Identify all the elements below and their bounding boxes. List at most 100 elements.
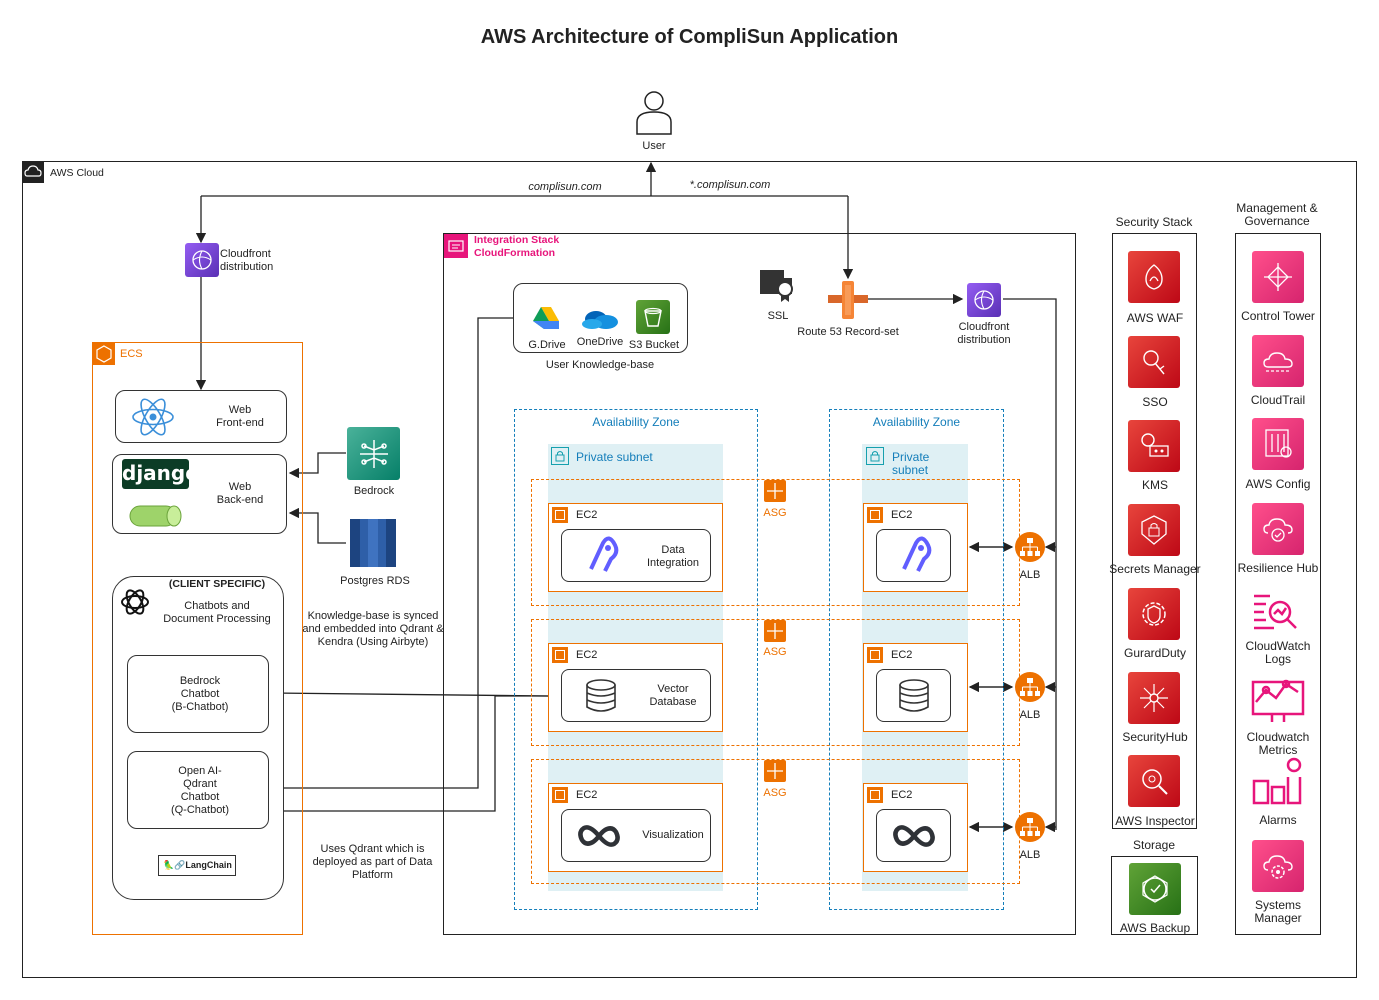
- lock-right-icon: [866, 447, 884, 465]
- openai-chatbot-l4: (Q-Chatbot): [170, 804, 230, 816]
- data-integration-l1: Data: [661, 544, 685, 556]
- route53-icon: [828, 281, 868, 319]
- cloudfront-left-line2: distribution: [220, 261, 274, 273]
- web-frontend-label: Web Front-end: [200, 404, 280, 430]
- aws-cloud-boundary: [22, 161, 1357, 978]
- alb-3-icon: [1015, 812, 1045, 842]
- integration-stack-group: [443, 233, 1076, 935]
- resilience-hub-icon: [1252, 503, 1304, 555]
- securityhub-icon: [1128, 672, 1180, 724]
- metabase-infinity-icon: [578, 825, 620, 847]
- data-integration-label: Data Integration: [640, 544, 706, 570]
- cloudtrail-label: CloudTrail: [1250, 393, 1306, 407]
- alb-1-icon: [1015, 532, 1045, 562]
- qdrant-note-l2: deployed as part of Data: [312, 856, 433, 868]
- subnet-left-label: Private subnet: [576, 450, 653, 464]
- waf-label: AWS WAF: [1126, 311, 1184, 325]
- integration-line2: CloudFormation: [474, 247, 556, 259]
- client-desc-line2: Document Processing: [163, 613, 271, 625]
- cloudwatch-logs-label: CloudWatch Logs: [1245, 639, 1311, 666]
- web-frontend-line1: Web: [228, 404, 252, 416]
- user-label: User: [642, 140, 666, 152]
- cloudtrail-icon: [1252, 335, 1304, 387]
- visualization-label: Visualization: [642, 829, 704, 841]
- aws-config-icon: [1252, 418, 1304, 470]
- vector-database-label: Vector Database: [640, 683, 706, 709]
- ec2-left-3-icon: [552, 787, 568, 803]
- django-logo: django: [122, 459, 199, 489]
- kms-label: KMS: [1141, 478, 1168, 492]
- web-backend-label: Web Back-end: [200, 481, 280, 507]
- client-specific-box: [112, 576, 284, 900]
- ec2-right-1-icon: [867, 507, 883, 523]
- alb-2-label: ALB: [1019, 709, 1041, 721]
- openai-chatbot-l1: Open AI-: [178, 765, 222, 777]
- metabase-infinity-right-icon: [893, 825, 935, 847]
- aws-backup-icon: [1129, 863, 1181, 915]
- qdrant-note-l1: Uses Qdrant which is: [320, 843, 425, 855]
- web-frontend-line2: Front-end: [216, 417, 264, 429]
- openai-chatbot-l2: Qdrant: [183, 778, 217, 790]
- ec2-right-2-icon: [867, 647, 883, 663]
- guardduty-icon: [1128, 588, 1180, 640]
- openai-chatbot-box: [127, 751, 269, 829]
- integration-stack-label: Integration Stack CloudFormation: [474, 234, 559, 260]
- data-integration-l2: Integration: [647, 557, 699, 569]
- subnet-right-l2: subnet: [892, 463, 929, 477]
- asg-1-label: ASG: [763, 507, 787, 519]
- kms-icon: [1128, 420, 1180, 472]
- bedrock-label: Bedrock: [353, 485, 395, 497]
- airbyte-right-icon: [902, 536, 932, 572]
- ec2-left-1-icon: [552, 507, 568, 523]
- az-right-label: Availability Zone: [872, 415, 961, 429]
- ssl-certificate-icon: [760, 270, 793, 302]
- openai-icon: [121, 589, 149, 615]
- client-specific-desc: Chatbots and Document Processing: [150, 600, 284, 626]
- user-icon: [636, 91, 672, 135]
- aws-cloud-label: AWS Cloud: [50, 167, 104, 179]
- visualization-box: [561, 809, 711, 862]
- subnet-right-l1: Private: [892, 450, 930, 464]
- asg-3-icon: [764, 760, 786, 782]
- vector-database-l2: Database: [649, 696, 697, 708]
- lock-left-icon: [551, 447, 569, 465]
- sso-icon: [1128, 336, 1180, 388]
- ec2-left-3-label: EC2: [576, 789, 598, 801]
- langchain-text: LangChain: [185, 860, 232, 870]
- alarms-icon: [1252, 757, 1302, 805]
- cloudfront-right-icon: [967, 283, 1001, 317]
- onedrive-label: OneDrive: [576, 336, 624, 348]
- secrets-manager-label: Secrets Manager: [1109, 562, 1201, 576]
- sync-note-l2: and embedded into Qdrant &: [302, 623, 444, 635]
- systems-manager-label: Systems Manager: [1230, 899, 1326, 925]
- systems-manager-text: Systems Manager: [1254, 898, 1302, 925]
- subnet-right-label: Private subnet: [892, 451, 929, 477]
- az-left-label: Availability Zone: [592, 415, 680, 429]
- availability-zone-right: [829, 409, 1004, 910]
- cloudfront-left-line1: Cloudfront: [220, 248, 271, 260]
- cloudfront-right-label: Cloudfront distribution: [944, 321, 1024, 347]
- react-icon: [132, 398, 174, 436]
- ecs-icon: [93, 343, 115, 365]
- cloudwatch-metrics-icon: [1251, 679, 1305, 722]
- vector-database-box: [561, 669, 711, 722]
- storage-group: [1111, 856, 1198, 935]
- ec2-right-3-label: EC2: [891, 789, 913, 801]
- cloudfront-right-line2: distribution: [957, 334, 1011, 346]
- aws-config-label: AWS Config: [1245, 477, 1311, 491]
- client-specific-header: (CLIENT SPECIFIC): [168, 578, 266, 590]
- page-title: AWS Architecture of CompliSun Applicatio…: [480, 26, 899, 48]
- bedrock-chatbot-box: [127, 655, 269, 733]
- management-group: [1235, 233, 1321, 935]
- security-stack-header: Security Stack: [1115, 215, 1193, 229]
- control-tower-label: Control Tower: [1241, 309, 1315, 323]
- management-header-l2: Governance: [1244, 214, 1310, 228]
- control-tower-icon: [1252, 251, 1304, 303]
- web-backend-line2: Back-end: [216, 494, 264, 506]
- ec2-right-3-icon: [867, 787, 883, 803]
- asg-2-icon: [764, 620, 786, 642]
- gdrive-icon: [533, 307, 559, 329]
- management-header-l1: Management &: [1236, 201, 1318, 215]
- postgres-rds-icon: [350, 519, 396, 567]
- securityhub-label: SecurityHub: [1122, 730, 1188, 744]
